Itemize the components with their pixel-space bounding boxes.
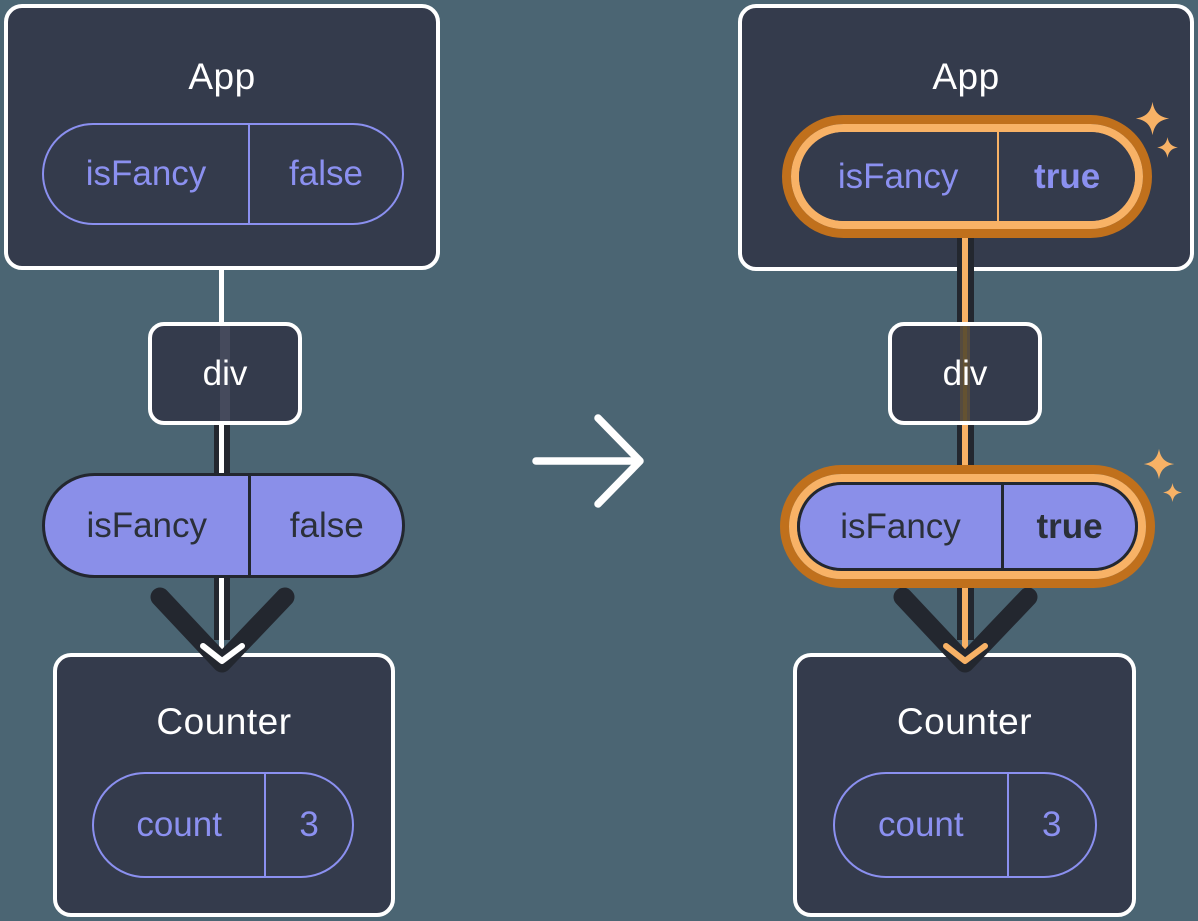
state-value: 3	[264, 774, 352, 876]
counter-card-before: Counter count 3	[53, 653, 395, 917]
div-node-before: div	[148, 322, 302, 425]
app-title: App	[188, 56, 256, 97]
prop-pill-app-after: isFancy true	[799, 132, 1135, 221]
prop-value: true	[1001, 485, 1135, 568]
highlight-ring-inner: isFancy true	[789, 474, 1146, 579]
connector-app-to-div-before	[219, 268, 224, 324]
prop-pill-passed-after: isFancy true	[797, 482, 1138, 571]
prop-value: false	[248, 125, 402, 223]
counter-title: Counter	[156, 701, 292, 742]
connector-core-before	[219, 425, 224, 475]
pass-through-stripe-core	[963, 326, 967, 421]
state-pill-counter-before: count 3	[92, 772, 354, 878]
state-pill-counter-after: count 3	[833, 772, 1097, 878]
state-name: count	[877, 805, 964, 844]
connector-core-before	[219, 576, 224, 654]
state-name: count	[136, 805, 222, 844]
state-value: 3	[1006, 774, 1095, 876]
prop-pill-passed-after-highlight-ring: isFancy true	[780, 465, 1155, 588]
counter-card-after: Counter count 3	[793, 653, 1136, 917]
prop-name: isFancy	[840, 506, 961, 546]
div-label: div	[202, 353, 248, 393]
sparkle-icon	[1157, 137, 1178, 158]
app-title: App	[932, 56, 1000, 97]
connector-core-after	[962, 425, 968, 469]
highlight-ring-inner: isFancy true	[791, 124, 1143, 229]
arrow-right-icon	[532, 414, 644, 508]
sparkle-icon	[1135, 101, 1170, 136]
sparkle-icon	[1143, 448, 1175, 480]
div-label: div	[942, 353, 988, 393]
prop-name: isFancy	[85, 154, 207, 193]
prop-value: true	[997, 132, 1135, 221]
prop-name: isFancy	[837, 156, 959, 196]
div-node-after: div	[888, 322, 1042, 425]
connector-core-after	[962, 234, 968, 324]
prop-pill-passed-before: isFancy false	[42, 473, 405, 578]
counter-title: Counter	[896, 701, 1033, 742]
sparkle-icon	[1163, 483, 1182, 502]
connector-core-after	[962, 586, 968, 654]
prop-pill-app-before: isFancy false	[42, 123, 404, 225]
prop-name: isFancy	[86, 505, 208, 545]
prop-value: false	[248, 476, 402, 575]
pass-through-stripe	[220, 326, 230, 421]
prop-pill-app-after-highlight-ring: isFancy true	[782, 115, 1152, 238]
